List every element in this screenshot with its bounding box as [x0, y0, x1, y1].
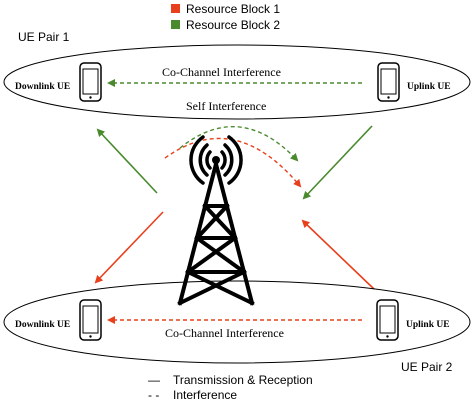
ue-pair-1-ellipse [3, 44, 471, 120]
legend-solid-symbol: — [148, 373, 160, 387]
legend-line-styles: — Transmission & Reception - - Interfere… [148, 373, 313, 402]
rx-red-uplink2-to-tower [301, 219, 375, 290]
legend-swatch-rb2 [171, 20, 180, 29]
phone-icon [377, 62, 400, 102]
ue-pair-2-title: UE Pair 2 [401, 360, 453, 374]
phone-icon [376, 299, 399, 341]
pair2-uplink-label: Uplink UE [406, 320, 450, 330]
legend-dashed-label: Interference [173, 388, 237, 402]
ue-pair-2: Downlink UE Uplink UE Co-Channel Interfe… [3, 280, 471, 374]
tx-red-tower-to-downlink2 [94, 211, 164, 284]
signal-waves-icon [189, 135, 243, 185]
phone-icon [79, 62, 102, 102]
legend-swatch-rb1 [171, 4, 180, 13]
ue-pair-1-title: UE Pair 1 [18, 30, 70, 44]
pair2-downlink-label: Downlink UE [15, 320, 70, 330]
phone-icon [79, 299, 102, 341]
legend-label-rb2: Resource Block 2 [186, 18, 280, 32]
self-interference-green-arrow [179, 125, 299, 162]
self-interference-label: Self Interference [186, 99, 266, 113]
legend-label-rb1: Resource Block 1 [186, 2, 280, 16]
pair2-cci-label: Co-Channel Interference [165, 326, 284, 340]
ue-pair-2-ellipse [3, 280, 471, 364]
legend-solid-label: Transmission & Reception [173, 373, 313, 387]
cell-tower-icon [177, 135, 255, 306]
legend-resource-blocks: Resource Block 1 Resource Block 2 [171, 2, 280, 32]
pair1-uplink-label: Uplink UE [407, 82, 451, 92]
ue-pair-1: UE Pair 1 Downlink UE Uplink UE Co-Chann… [3, 30, 471, 120]
pair1-downlink-label: Downlink UE [15, 82, 70, 92]
rx-green-uplink1-to-tower [302, 125, 373, 200]
legend-dashed-symbol: - - [148, 388, 159, 402]
tx-green-tower-to-downlink1 [96, 128, 158, 194]
pair1-cci-label: Co-Channel Interference [162, 65, 281, 79]
